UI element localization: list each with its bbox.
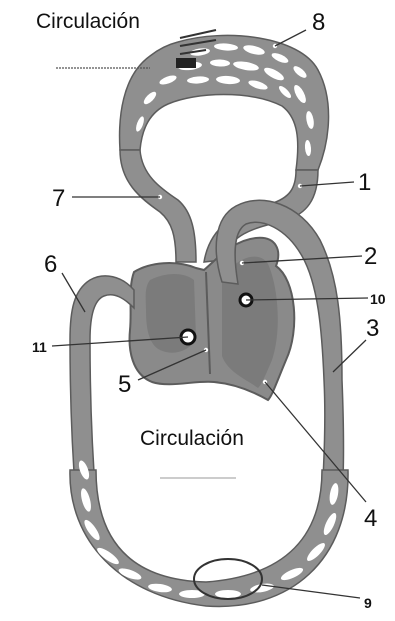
label-2: 2 [364, 243, 377, 270]
lung-capillary-bed [120, 35, 329, 170]
label-3: 3 [366, 315, 379, 342]
label-9: 9 [364, 595, 372, 611]
vessel-7 [120, 150, 196, 262]
title-top: Circulación [36, 10, 140, 33]
label-5: 5 [118, 371, 131, 398]
label-4: 4 [364, 505, 377, 532]
label-10: 10 [370, 291, 386, 307]
label-7: 7 [52, 185, 65, 212]
label-11: 11 [32, 339, 47, 355]
label-8: 8 [312, 9, 325, 36]
label-6: 6 [44, 251, 57, 278]
label-1: 1 [358, 169, 371, 196]
lung-bed-cap [176, 58, 196, 68]
body-capillary-bed [70, 470, 348, 606]
title-middle: Circulación [140, 427, 244, 450]
